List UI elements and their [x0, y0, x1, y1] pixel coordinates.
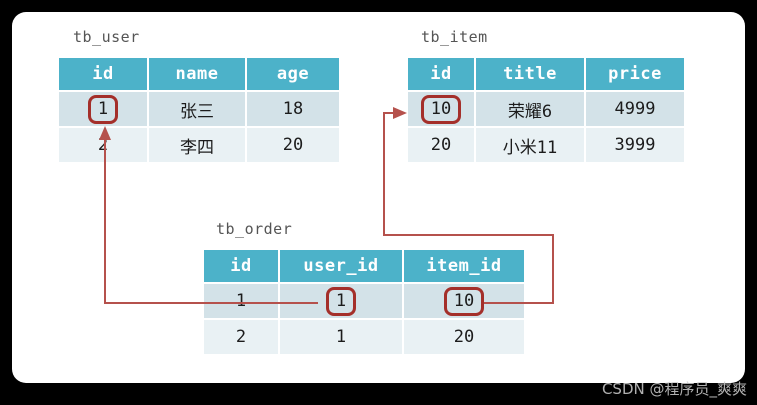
column-header-item-id: id	[408, 58, 474, 90]
table-header-row: id name age	[59, 58, 339, 90]
highlight-box-user-id: 1	[87, 94, 119, 124]
highlight-box-order-item-id: 10	[443, 286, 485, 316]
column-header-item-price: price	[586, 58, 684, 90]
cell-item-title-1: 荣耀6	[476, 92, 584, 126]
table-row: 20 小米11 3999	[408, 128, 684, 162]
column-header-order-user-id: user_id	[280, 250, 402, 282]
cell-order-item-id-1: 10	[404, 284, 524, 318]
table-tb-user: id name age 1 张三 18 2 李四 20	[57, 56, 341, 164]
column-header-user-name: name	[149, 58, 245, 90]
highlight-box-order-user-id: 1	[325, 286, 357, 316]
column-header-order-item-id: item_id	[404, 250, 524, 282]
column-header-user-id: id	[59, 58, 147, 90]
table-title-tb-item: tb_item	[421, 28, 488, 46]
cell-user-id-2: 2	[59, 128, 147, 162]
cell-user-name-1: 张三	[149, 92, 245, 126]
cell-order-user-id-1: 1	[280, 284, 402, 318]
cell-item-title-2: 小米11	[476, 128, 584, 162]
cell-order-user-id-2: 1	[280, 320, 402, 354]
cell-item-price-1: 4999	[586, 92, 684, 126]
table-row: 2 1 20	[204, 320, 524, 354]
table-row: 1 1 10	[204, 284, 524, 318]
table-title-tb-user: tb_user	[73, 28, 140, 46]
table-header-row: id title price	[408, 58, 684, 90]
column-header-order-id: id	[204, 250, 278, 282]
table-row: 1 张三 18	[59, 92, 339, 126]
cell-user-age-2: 20	[247, 128, 339, 162]
cell-item-price-2: 3999	[586, 128, 684, 162]
table-tb-item: id title price 10 荣耀6 4999 20 小米11 3999	[406, 56, 686, 164]
cell-order-item-id-2: 20	[404, 320, 524, 354]
table-row: 10 荣耀6 4999	[408, 92, 684, 126]
highlight-box-item-id: 10	[420, 94, 462, 124]
cell-user-age-1: 18	[247, 92, 339, 126]
cell-order-id-1: 1	[204, 284, 278, 318]
table-header-row: id user_id item_id	[204, 250, 524, 282]
csdn-watermark: CSDN @程序员_爽爽	[601, 380, 747, 398]
cell-order-id-2: 2	[204, 320, 278, 354]
cell-item-id-1: 10	[408, 92, 474, 126]
column-header-user-age: age	[247, 58, 339, 90]
cell-item-id-2: 20	[408, 128, 474, 162]
column-header-item-title: title	[476, 58, 584, 90]
table-title-tb-order: tb_order	[216, 220, 293, 238]
table-tb-order: id user_id item_id 1 1 10 2 1 20	[202, 248, 526, 356]
cell-user-id-1: 1	[59, 92, 147, 126]
table-row: 2 李四 20	[59, 128, 339, 162]
cell-user-name-2: 李四	[149, 128, 245, 162]
